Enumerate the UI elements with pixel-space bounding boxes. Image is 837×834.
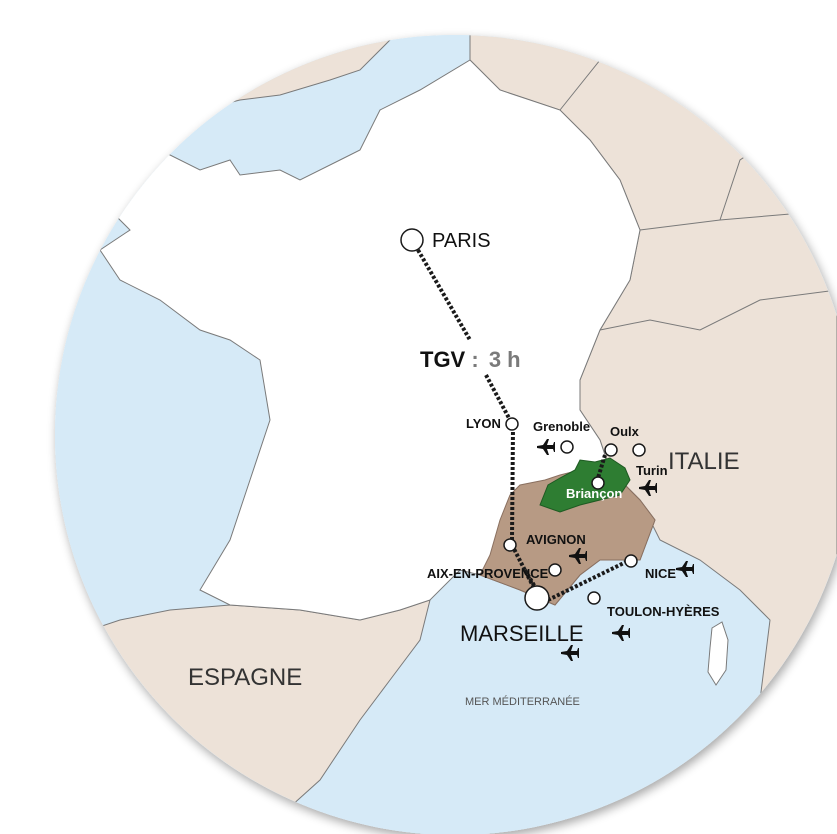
marker-briancon[interactable] — [591, 476, 605, 490]
rail-marseille-nice — [547, 558, 631, 602]
marker-oulx[interactable] — [604, 443, 618, 457]
label-paris: PARIS — [432, 230, 491, 252]
marker-grenoble[interactable] — [560, 440, 574, 454]
label-turin: Turin — [636, 463, 668, 478]
border-germany-north — [599, 35, 701, 61]
tgv-label-group: TGV : 3 h — [420, 347, 521, 372]
label-grenoble: Grenoble — [533, 419, 590, 434]
border-swiss-italy — [599, 289, 837, 331]
label-lyon: LYON — [466, 416, 501, 431]
rail-avignon-marseille — [510, 544, 537, 591]
label-nice: NICE — [645, 566, 676, 581]
label-marseille: MARSEILLE — [460, 621, 584, 646]
label-toulon: TOULON-HYÈRES — [607, 604, 720, 619]
marker-turin[interactable] — [632, 443, 646, 457]
rail-lines — [416, 248, 631, 602]
marker-paris[interactable] — [400, 228, 424, 252]
land-corsica — [707, 621, 729, 686]
marker-marseille[interactable] — [524, 585, 550, 611]
rail-lyon-avignon — [510, 426, 515, 541]
region-hautes-alpes — [539, 457, 631, 513]
label-oulx: Oulx — [610, 424, 640, 439]
label-spain: ESPAGNE — [188, 664, 302, 691]
marker-nice[interactable] — [624, 554, 638, 568]
label-briancon: Briançon — [566, 486, 622, 501]
tgv-duration: 3 h — [489, 347, 521, 372]
marker-aix[interactable] — [548, 563, 562, 577]
label-mediterranean: MER MÉDITERRANÉE — [465, 695, 580, 708]
marker-avignon[interactable] — [503, 538, 517, 552]
rail-tgv-lyon — [484, 374, 512, 421]
label-italy: ITALIE — [668, 448, 740, 475]
rail-paris-lyon — [416, 248, 472, 342]
marker-toulon[interactable] — [587, 591, 601, 605]
label-avignon: AVIGNON — [526, 532, 586, 547]
rail-oulx-briancon — [596, 454, 607, 479]
label-aix: AIX-EN-PROVENCE — [427, 566, 549, 581]
tgv-label: TGV — [420, 347, 466, 372]
tgv-separator: : — [471, 347, 478, 372]
marker-lyon[interactable] — [505, 417, 519, 431]
